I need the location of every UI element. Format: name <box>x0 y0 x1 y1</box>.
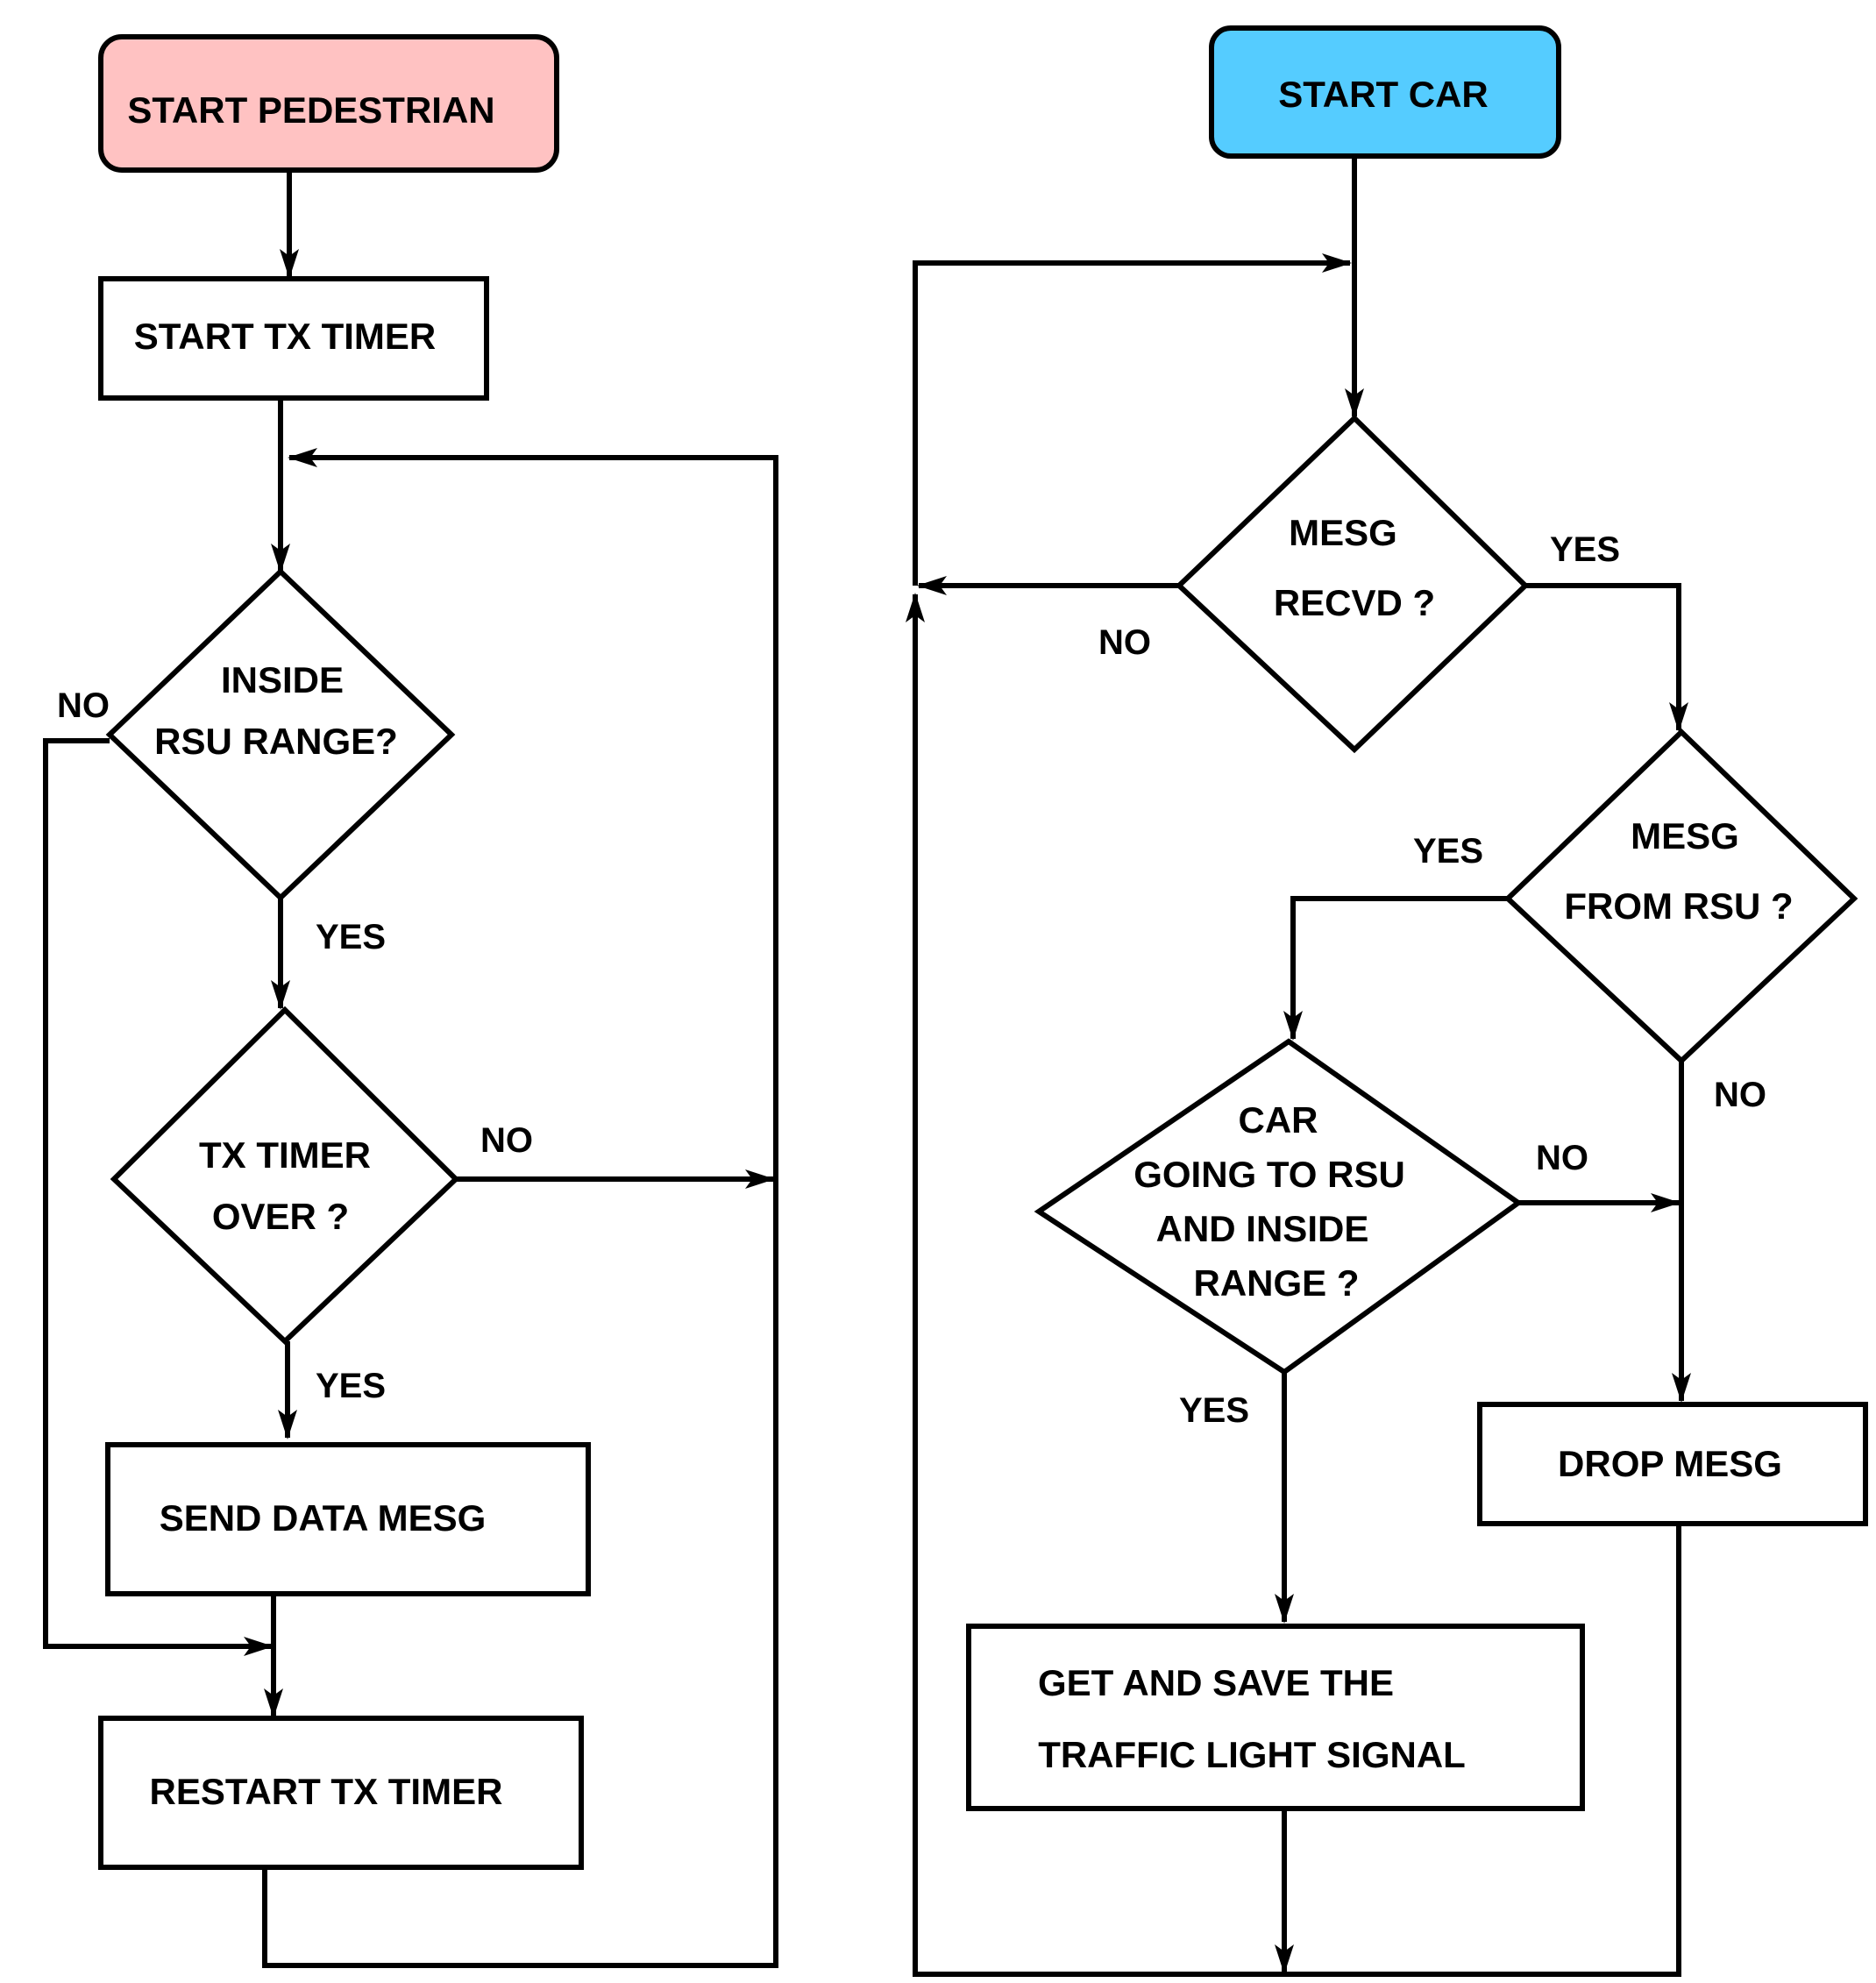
label-no-going: NO <box>1536 1139 1588 1177</box>
label-yes-range: YES <box>316 918 386 956</box>
going-label-line2: GOING TO RSU <box>1133 1154 1405 1195</box>
label-yes-going: YES <box>1179 1391 1249 1430</box>
label-yes-timer: YES <box>316 1367 386 1405</box>
edge-restart-loop <box>262 448 778 1968</box>
start-tx-timer-label: START TX TIMER <box>134 316 437 357</box>
mesg-recvd-label-line1: MESG <box>1289 512 1397 553</box>
start-pedestrian-label: START PEDESTRIAN <box>127 89 494 131</box>
tx-timer-label-line2: OVER ? <box>212 1196 349 1237</box>
label-no-timer: NO <box>480 1121 533 1160</box>
mesg-recvd-decision <box>1175 414 1530 754</box>
get-save-label-line1: GET AND SAVE THE <box>1038 1662 1394 1703</box>
edge-drop-loop <box>906 593 1681 1977</box>
going-label-line4: RANGE ? <box>1194 1262 1360 1304</box>
label-yes-rsu: YES <box>1413 832 1483 871</box>
label-no-recvd: NO <box>1098 623 1151 662</box>
from-rsu-label-line1: MESG <box>1631 815 1739 856</box>
car-going-to-rsu-decision <box>1034 1038 1524 1375</box>
label-no-range: NO <box>57 686 110 725</box>
going-label-line3: AND INSIDE <box>1156 1208 1369 1249</box>
mesg-recvd-label-line2: RECVD ? <box>1274 582 1435 623</box>
send-data-mesg-label: SEND DATA MESG <box>160 1497 487 1539</box>
inside-range-label-line1: INSIDE <box>221 659 344 700</box>
restart-tx-timer-node <box>98 1716 584 1870</box>
drop-mesg-node <box>1477 1402 1868 1526</box>
send-data-mesg-node <box>105 1442 591 1596</box>
edge-rsu-yes <box>1283 896 1508 1041</box>
drop-mesg-label: DROP MESG <box>1558 1443 1782 1484</box>
tx-timer-label-line1: TX TIMER <box>199 1134 371 1176</box>
get-save-label-line2: TRAFFIC LIGHT SIGNAL <box>1038 1734 1466 1775</box>
restart-tx-timer-label: RESTART TX TIMER <box>150 1771 503 1812</box>
start-car-node <box>1209 25 1561 159</box>
edge-recvd-no-loop <box>913 253 1352 586</box>
start-tx-timer-node <box>98 276 489 401</box>
label-no-rsu: NO <box>1714 1076 1766 1114</box>
start-car-label: START CAR <box>1278 74 1489 115</box>
going-label-line1: CAR <box>1239 1099 1318 1141</box>
edge-range-no <box>43 738 274 1656</box>
tx-timer-over-decision <box>110 1006 460 1346</box>
from-rsu-label-line2: FROM RSU ? <box>1564 885 1793 927</box>
label-yes-recvd: YES <box>1550 530 1620 569</box>
edge-recvd-yes <box>1525 583 1688 732</box>
get-save-signal-node <box>966 1624 1585 1811</box>
start-pedestrian-node <box>98 34 559 173</box>
inside-range-label-line2: RSU RANGE? <box>154 721 398 762</box>
